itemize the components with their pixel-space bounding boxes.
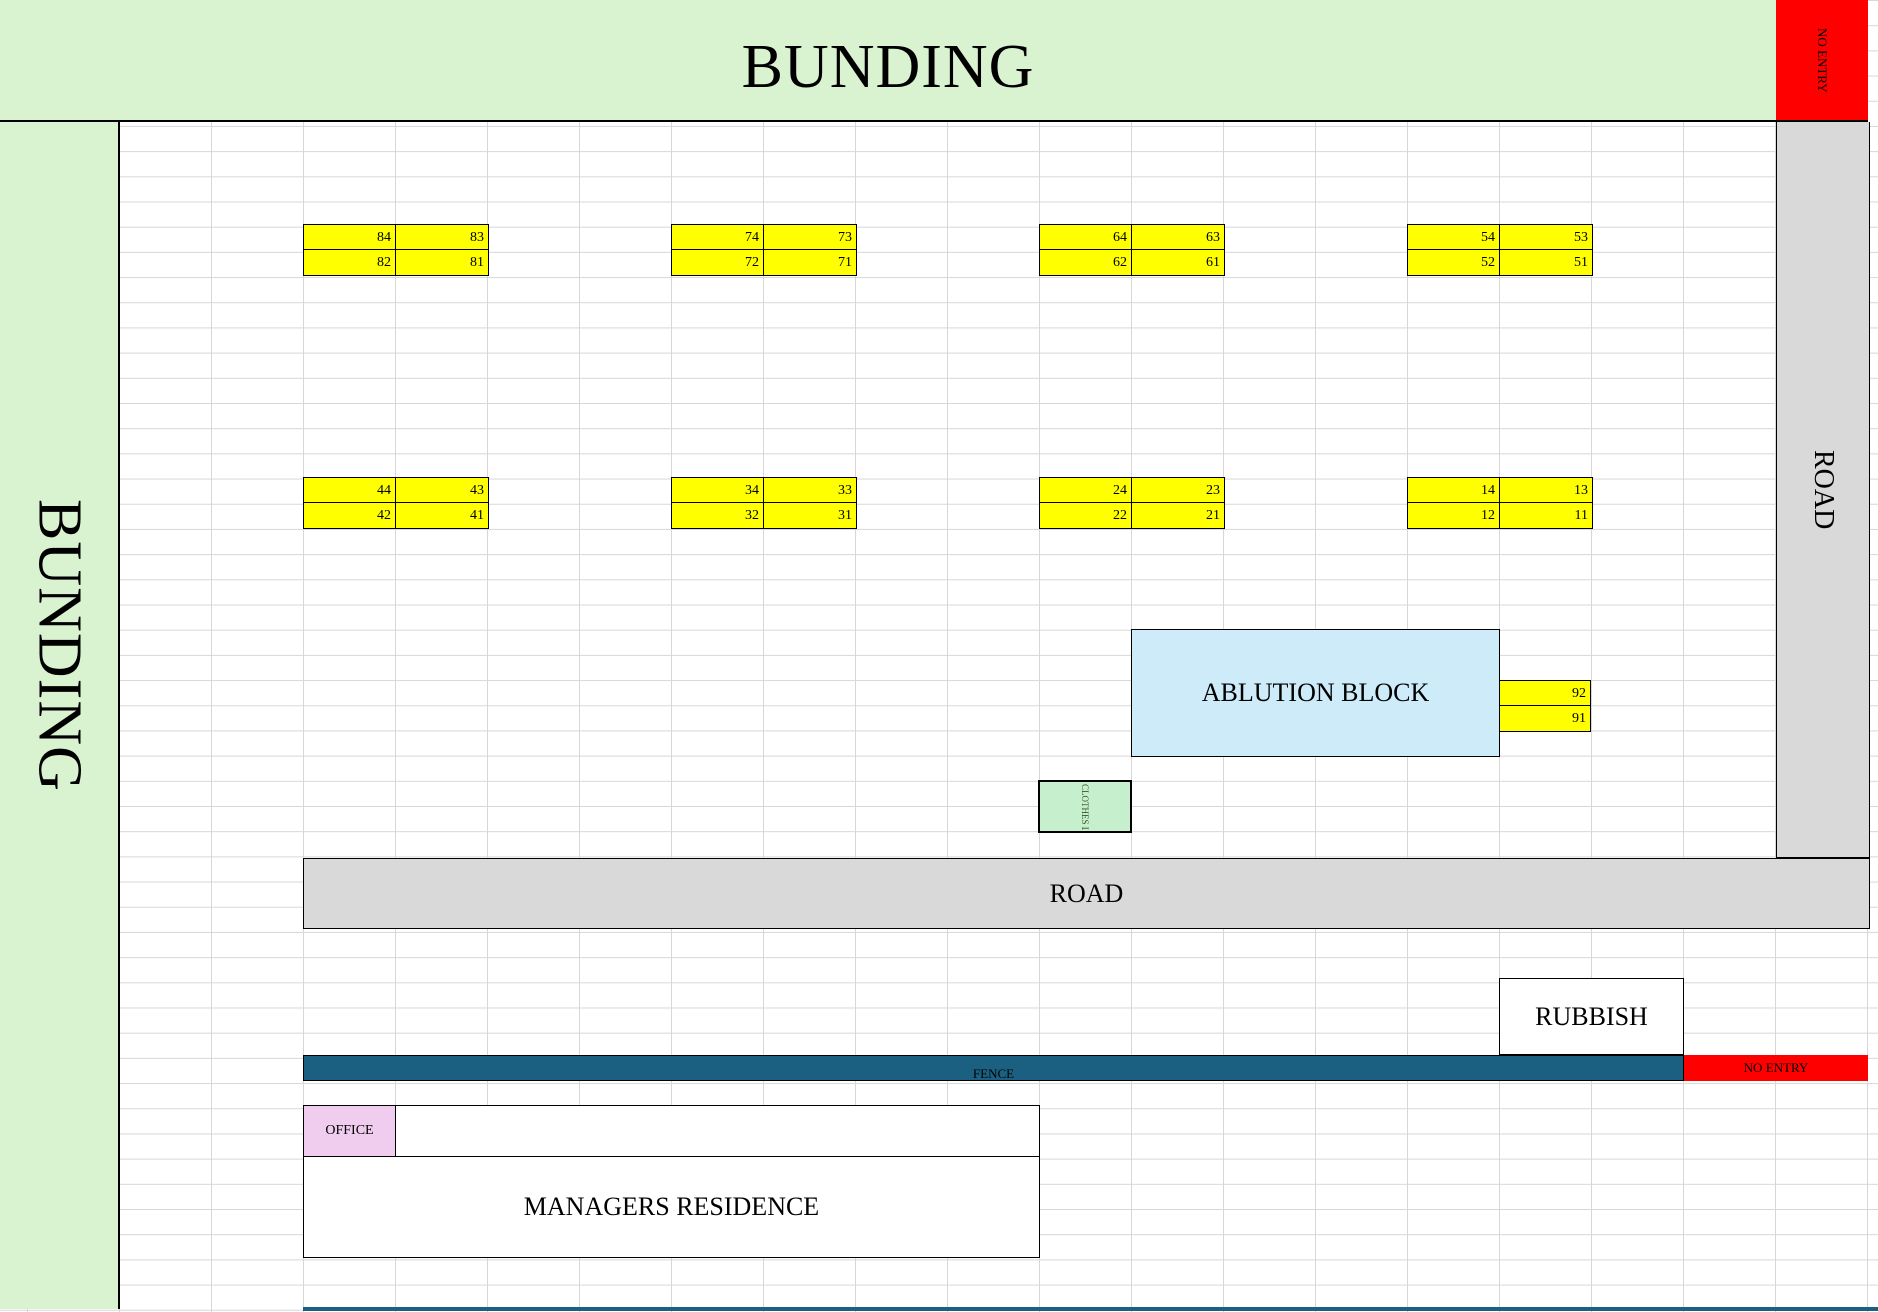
- no-entry-top-label: NO ENTRY: [1815, 27, 1830, 93]
- no-entry-top-area: NO ENTRY: [1776, 0, 1868, 122]
- site-cell[interactable]: 83: [396, 225, 488, 250]
- site-cell[interactable]: 74: [672, 225, 764, 250]
- site-cell[interactable]: 82: [304, 250, 396, 275]
- site-cell[interactable]: 22: [1040, 503, 1132, 528]
- site-cell[interactable]: 13: [1500, 478, 1592, 503]
- road-right-area: ROAD: [1776, 122, 1870, 858]
- ablution-block: ABLUTION BLOCK: [1131, 629, 1500, 757]
- fence-label: FENCE: [972, 1066, 1015, 1081]
- site-group-10s: 14 13 12 11: [1407, 477, 1593, 529]
- bunding-top-area: BUNDING: [0, 0, 1776, 122]
- rubbish-area: RUBBISH: [1499, 978, 1684, 1055]
- site-cell[interactable]: 72: [672, 250, 764, 275]
- site-group-70s: 74 73 72 71: [671, 224, 857, 276]
- site-group-50s: 54 53 52 51: [1407, 224, 1593, 276]
- site-cell[interactable]: 12: [1408, 503, 1500, 528]
- site-cell[interactable]: 51: [1574, 255, 1588, 270]
- site-cell[interactable]: 92: [1500, 681, 1590, 706]
- site-cell[interactable]: 44: [304, 478, 396, 503]
- no-entry-bottom-label: NO ENTRY: [1743, 1060, 1809, 1075]
- site-group-20s: 24 23 22 21: [1039, 477, 1225, 529]
- site-cell[interactable]: 84: [304, 225, 396, 250]
- site-cell[interactable]: 34: [672, 478, 764, 503]
- site-cell[interactable]: 61: [1206, 255, 1220, 270]
- office-strip: [303, 1105, 1040, 1157]
- site-group-90s: 92 91: [1499, 680, 1591, 732]
- bunding-top-label: BUNDING: [741, 32, 1035, 101]
- road-right-label: ROAD: [1808, 449, 1839, 530]
- site-cell[interactable]: 54: [1408, 225, 1500, 250]
- no-entry-bottom-area: NO ENTRY: [1684, 1055, 1868, 1081]
- bottom-boundary-line: [303, 1307, 1878, 1311]
- road-bottom-area: ROAD: [303, 858, 1870, 929]
- site-cell[interactable]: 21: [1206, 508, 1220, 523]
- road-bottom-label: ROAD: [1049, 878, 1124, 908]
- office-label: OFFICE: [325, 1123, 374, 1138]
- clothes-line-label: CLOTHES LINE: [1080, 783, 1090, 830]
- managers-residence-label: MANAGERS RESIDENCE: [523, 1192, 820, 1221]
- site-cell[interactable]: 53: [1500, 225, 1592, 250]
- site-cell[interactable]: 91: [1572, 711, 1586, 726]
- site-group-60s: 64 63 62 61: [1039, 224, 1225, 276]
- site-cell[interactable]: 11: [1574, 508, 1588, 523]
- site-group-40s: 44 43 42 41: [303, 477, 489, 529]
- managers-residence-area: MANAGERS RESIDENCE: [303, 1156, 1040, 1258]
- clothes-line-area: CLOTHES LINE: [1038, 780, 1132, 833]
- site-cell[interactable]: 41: [470, 508, 484, 523]
- site-cell[interactable]: 24: [1040, 478, 1132, 503]
- site-group-80s: 84 83 82 81: [303, 224, 489, 276]
- site-cell[interactable]: 81: [470, 255, 484, 270]
- site-cell[interactable]: 63: [1132, 225, 1224, 250]
- site-cell[interactable]: 32: [672, 503, 764, 528]
- office-area: OFFICE: [303, 1105, 396, 1157]
- rubbish-label: RUBBISH: [1535, 1001, 1648, 1031]
- site-cell[interactable]: 43: [396, 478, 488, 503]
- site-cell[interactable]: 23: [1132, 478, 1224, 503]
- site-cell[interactable]: 52: [1408, 250, 1500, 275]
- site-cell[interactable]: 33: [764, 478, 856, 503]
- site-cell[interactable]: 73: [764, 225, 856, 250]
- bunding-left-label: BUNDING: [25, 499, 94, 792]
- site-cell[interactable]: 31: [838, 508, 852, 523]
- ablution-block-label: ABLUTION BLOCK: [1201, 678, 1430, 707]
- site-cell[interactable]: 42: [304, 503, 396, 528]
- site-cell[interactable]: 71: [838, 255, 852, 270]
- site-group-30s: 34 33 32 31: [671, 477, 857, 529]
- site-cell[interactable]: 64: [1040, 225, 1132, 250]
- fence-line: FENCE: [303, 1055, 1684, 1081]
- bunding-left-area: BUNDING: [0, 122, 120, 1309]
- site-cell[interactable]: 62: [1040, 250, 1132, 275]
- site-cell[interactable]: 14: [1408, 478, 1500, 503]
